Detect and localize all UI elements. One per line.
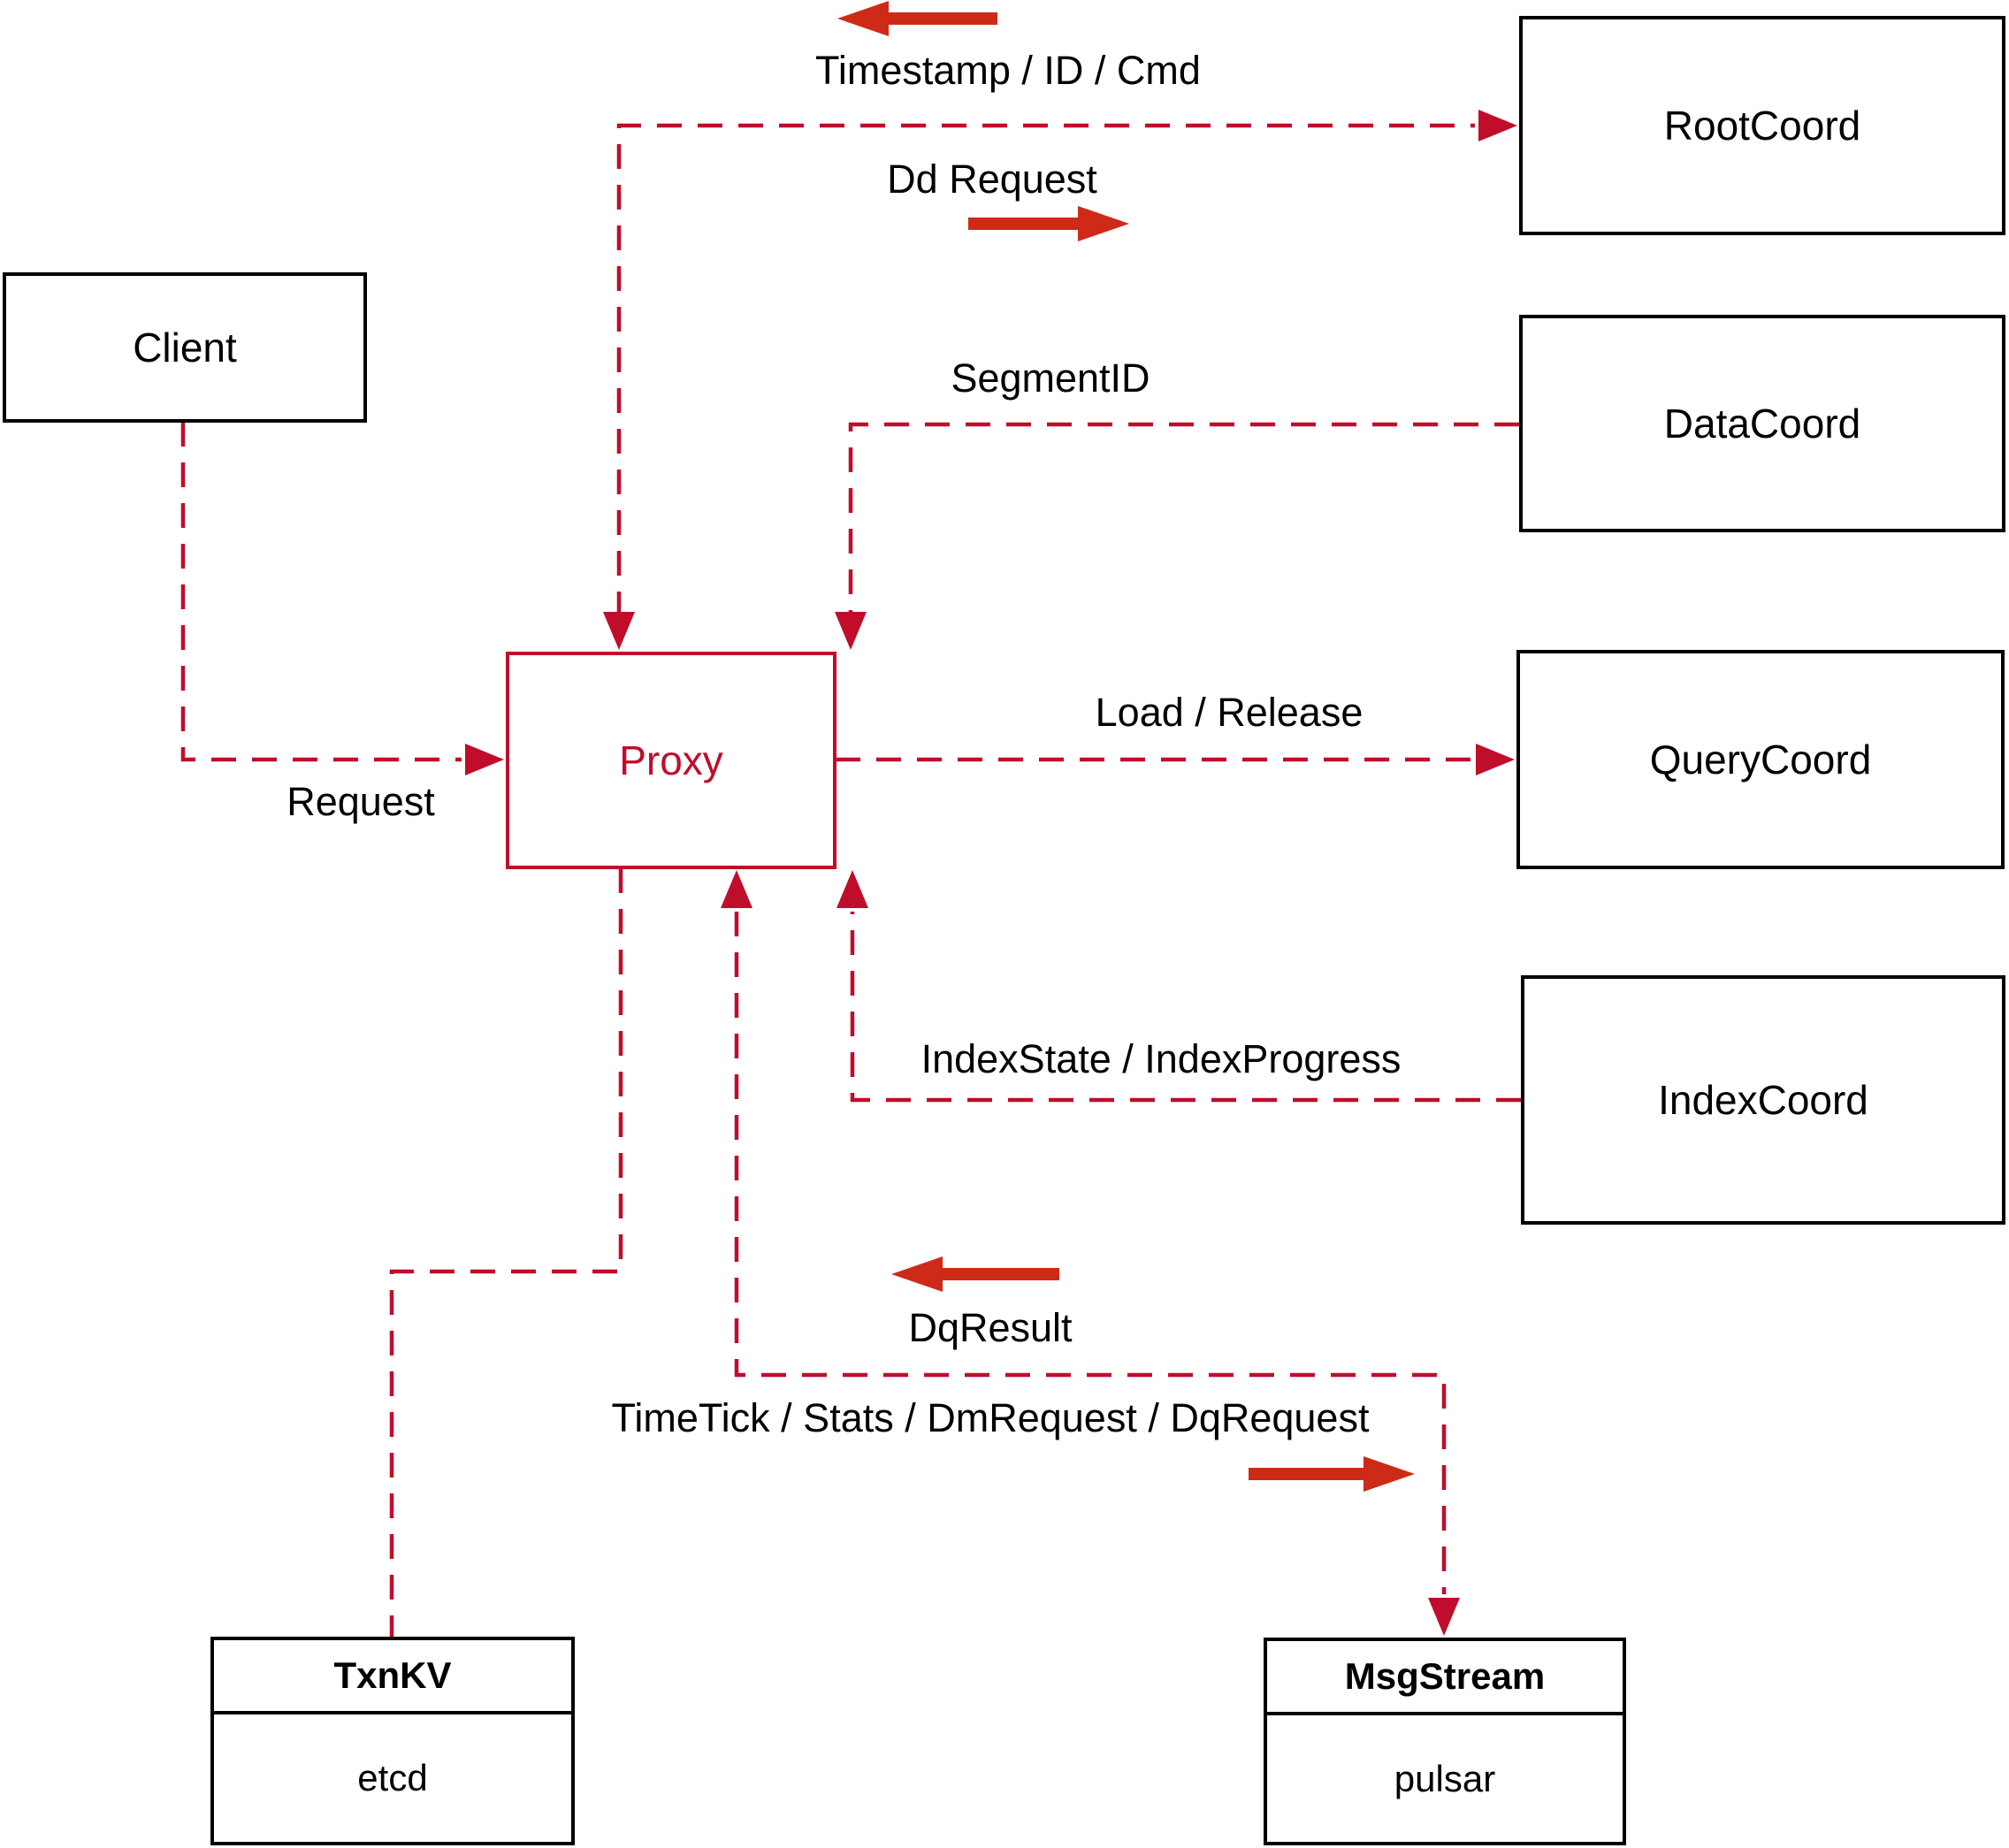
edge-label-index-state-progress: IndexState / IndexProgress: [920, 1036, 1402, 1081]
indexcoord-label: IndexCoord: [1658, 1077, 1868, 1123]
querycoord-node: QueryCoord: [1516, 650, 2005, 869]
edge-client-proxy: [180, 422, 462, 762]
edge-proxy-txnkv: [389, 868, 623, 1637]
edge-datacoord-proxy: [848, 422, 1519, 616]
arrowhead-into-msgstream: [1428, 1598, 1460, 1636]
edge-label-dq-result: DqResult: [908, 1305, 1073, 1350]
arrowhead-into-proxy-top-left: [603, 612, 635, 650]
txnkv-subtitle: etcd: [357, 1757, 428, 1798]
edge-label-load-release: Load / Release: [1095, 690, 1364, 735]
arrowhead-into-proxy-top-right: [835, 612, 867, 650]
dd-request-right-arrow-icon: [968, 206, 1129, 241]
edge-label-timetick-stats: TimeTick / Stats / DmRequest / DqRequest: [611, 1395, 1370, 1440]
timetick-right-arrow-icon: [1249, 1456, 1415, 1492]
querycoord-label: QueryCoord: [1649, 737, 1872, 783]
arrowhead-into-proxy-bottom-mid: [721, 870, 752, 908]
edge-label-segment-id: SegmentID: [951, 355, 1150, 401]
edge-indexcoord-proxy: [850, 912, 1521, 1103]
proxy-node: Proxy: [506, 652, 836, 869]
datacoord-label: DataCoord: [1663, 401, 1861, 447]
edge-label-dd-request: Dd Request: [887, 157, 1097, 202]
indexcoord-node: IndexCoord: [1521, 975, 2005, 1225]
edge-proxy-msgstream: [734, 912, 1447, 1594]
rootcoord-label: RootCoord: [1663, 103, 1861, 149]
txnkv-title: TxnKV: [214, 1640, 571, 1714]
dqresult-left-arrow-icon: [891, 1256, 1059, 1292]
msgstream-title: MsgStream: [1267, 1641, 1623, 1715]
msgstream-node: MsgStream pulsar: [1264, 1638, 1626, 1845]
arrowhead-into-proxy-bottom-right: [836, 870, 868, 908]
proxy-label: Proxy: [619, 737, 723, 783]
edge-label-timestamp-id-cmd: Timestamp / ID / Cmd: [815, 48, 1201, 93]
timestamp-left-arrow-icon: [837, 1, 997, 36]
edge-proxy-rootcoord: [616, 123, 1475, 616]
arrowhead-into-rootcoord: [1478, 110, 1517, 141]
msgstream-subtitle: pulsar: [1394, 1757, 1496, 1799]
client-label: Client: [133, 325, 237, 370]
rootcoord-node: RootCoord: [1519, 16, 2005, 235]
datacoord-node: DataCoord: [1519, 315, 2005, 532]
arrowhead-into-querycoord: [1476, 744, 1515, 775]
client-node: Client: [3, 272, 367, 423]
arrowhead-into-proxy-left: [465, 744, 504, 775]
txnkv-node: TxnKV etcd: [210, 1637, 575, 1845]
edge-label-request: Request: [286, 779, 435, 824]
